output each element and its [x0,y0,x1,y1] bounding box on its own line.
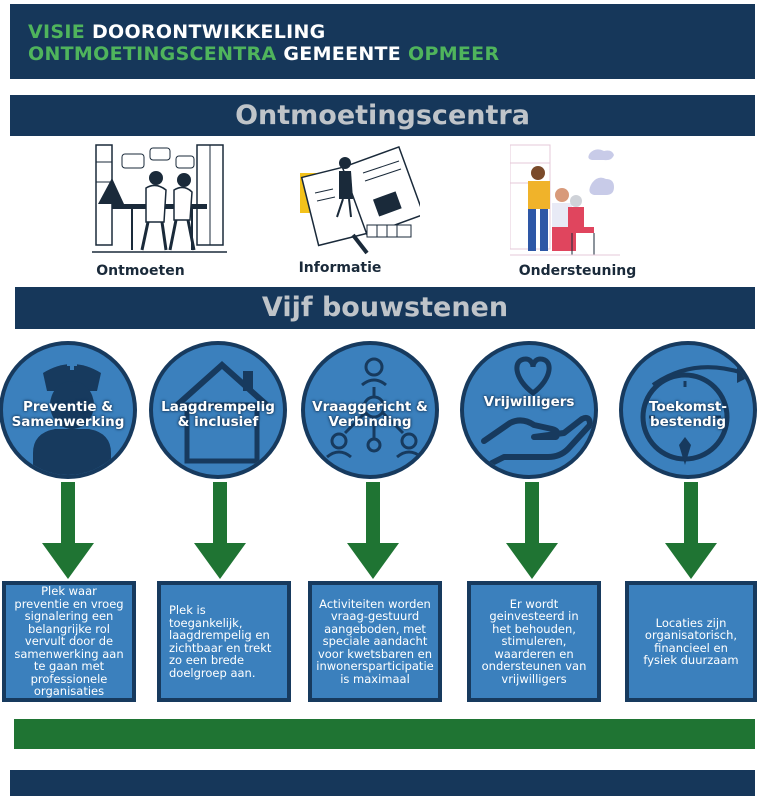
meeting-illustration-icon [92,144,227,253]
network-people-icon [326,357,422,459]
header-line-1: VISIE DOORONTWIKKELING [28,21,755,43]
label-ontmoeten: Ontmoeten [96,263,185,279]
header-word-visie: VISIE [28,21,86,43]
arrow-stem-1 [61,482,75,544]
block-circle-vrijwilligers: Vrijwilligers [460,341,598,479]
block-title-laagdrempelig-line2: & inclusief [177,414,259,430]
arrow-stem-4 [525,482,539,544]
block-circle-toekomstbestendig: Toekomst- bestendig [619,341,757,479]
header-word-doorontwikkeling: DOORONTWIKKELING [91,21,326,43]
block-title-toekomst-line1: Toekomst- [649,399,727,415]
information-illustration-icon [300,145,420,255]
block-title-laagdrempelig-line1: Laagdrempelig [161,399,275,415]
hand-heart-icon [481,356,593,466]
header-banner: VISIE DOORONTWIKKELING ONTMOETINGSCENTRA… [10,4,755,79]
arrow-stem-2 [213,482,227,544]
footer-navy-bar [10,770,755,796]
block-title-preventie-line2: Samenwerking [11,414,125,430]
support-illustration-icon [510,144,620,256]
footer-green-bar [14,719,755,749]
block-title-preventie-line1: Preventie & [23,399,113,415]
block-circle-laagdrempelig: Laagdrempelig & inclusief [149,341,287,479]
block-circle-vraaggericht: Vraaggericht & Verbinding [301,341,439,479]
block-title-vraaggericht-line2: Verbinding [328,414,412,430]
header-line-2: ONTMOETINGSCENTRA GEMEENTE OPMEER [28,43,755,65]
label-ondersteuning: Ondersteuning [518,263,637,279]
block-description-vraaggericht: Activiteiten worden vraag-gestuurd aange… [308,581,442,702]
block-description-vrijwilligers: Er wordt geinvesteerd in het behouden, s… [467,581,601,702]
arrow-stem-3 [366,482,380,544]
arrow-head-5 [665,543,717,579]
label-informatie: Informatie [298,260,382,276]
block-title-vraaggericht-line1: Vraaggericht & [312,399,428,415]
arrow-stem-5 [684,482,698,544]
house-icon [173,360,271,464]
block-description-preventie: Plek waar preventie en vroeg signalering… [2,581,136,702]
nurse-icon [33,360,111,475]
block-title-toekomst-line2: bestendig [649,414,727,430]
arrow-head-1 [42,543,94,579]
section-title-ontmoetingscentra: Ontmoetingscentra [10,95,755,136]
header-word-gemeente: GEMEENTE [283,43,402,65]
block-title-vrijwilligers: Vrijwilligers [483,394,575,410]
section-title-vijf-bouwstenen: Vijf bouwstenen [15,287,755,329]
arrow-head-3 [347,543,399,579]
header-word-ontmoetingscentra: ONTMOETINGSCENTRA [28,43,277,65]
block-description-toekomst: Locaties zijn organisatorisch, financiee… [625,581,757,702]
clock-arrow-icon [640,365,753,465]
block-description-laagdrempelig: Plek is toegankelijk, laagdrempelig en z… [157,581,291,702]
block-circle-preventie: Preventie & Samenwerking [0,341,137,479]
header-word-opmeer: OPMEER [408,43,500,65]
arrow-head-2 [194,543,246,579]
arrow-head-4 [506,543,558,579]
